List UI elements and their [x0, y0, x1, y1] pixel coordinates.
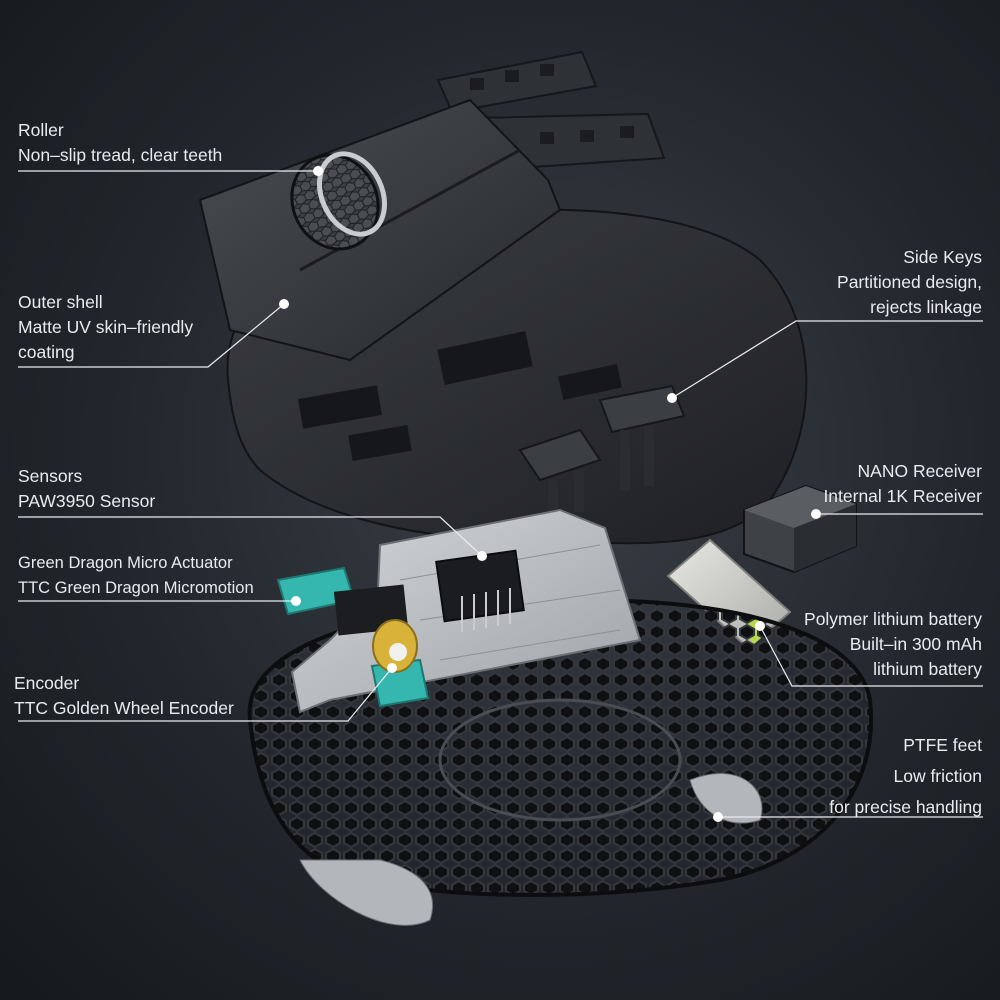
side-keys-line-1: Partitioned design,: [837, 272, 982, 292]
ptfe-feet: [299, 773, 763, 926]
upper-bracket: [436, 50, 666, 172]
sensor-chip: [435, 549, 525, 632]
encoder-title: Encoder: [14, 673, 80, 693]
side-keys-line-2: rejects linkage: [870, 297, 982, 317]
sensors-callout: Sensors PAW3950 Sensor: [18, 464, 155, 514]
micro-actuator-callout: Green Dragon Micro Actuator TTC Green Dr…: [18, 551, 254, 601]
battery-line-2: lithium battery: [873, 659, 982, 679]
sensors-leader: [18, 516, 483, 557]
encoder-wheel: [372, 619, 418, 673]
outer-shell-line-2: coating: [18, 342, 75, 362]
micro-actuator-title: Green Dragon Micro Actuator: [18, 554, 233, 572]
roller-title: Roller: [18, 120, 64, 140]
ptfe-feet-line-1: Low friction: [893, 766, 982, 786]
outer-shell-line-1: Matte UV skin–friendly: [18, 317, 194, 337]
leader-lines: [18, 170, 983, 818]
battery-title: Polymer lithium battery: [804, 609, 982, 629]
roller-callout: Roller Non–slip tread, clear teeth: [18, 118, 222, 168]
encoder-leader: [18, 667, 393, 722]
micro-actuator-description: TTC Green Dragon Micromotion: [18, 579, 254, 597]
leader-dots: [279, 166, 821, 822]
side-keys-leader: [671, 320, 983, 399]
encoder-description: TTC Golden Wheel Encoder: [14, 698, 234, 718]
battery-line-1: Built–in 300 mAh: [849, 634, 982, 654]
outer-shell-title: Outer shell: [18, 292, 103, 312]
ptfe-feet-callout: PTFE feet Low friction for precise handl…: [829, 730, 982, 823]
sensors-description: PAW3950 Sensor: [18, 491, 156, 511]
ptfe-feet-title: PTFE feet: [903, 735, 982, 755]
battery-callout: Polymer lithium battery Built–in 300 mAh…: [804, 607, 982, 682]
encoder-callout: Encoder TTC Golden Wheel Encoder: [14, 671, 234, 721]
side-keys: [518, 384, 686, 520]
nano-receiver-title: NANO Receiver: [857, 461, 982, 481]
roller-description: Non–slip tread, clear teeth: [18, 145, 223, 165]
outer-shell-callout: Outer shell Matte UV skin–friendly coati…: [18, 290, 193, 365]
side-keys-callout: Side Keys Partitioned design, rejects li…: [837, 245, 982, 320]
nano-receiver: [743, 484, 857, 574]
sensors-title: Sensors: [18, 466, 83, 486]
nano-receiver-description: Internal 1K Receiver: [823, 486, 982, 506]
scroll-roller: [290, 151, 387, 251]
outer-shell-leader: [18, 303, 285, 368]
ptfe-feet-line-2: for precise handling: [829, 797, 982, 817]
side-keys-title: Side Keys: [903, 247, 982, 267]
battery-leader: [759, 625, 983, 687]
nano-receiver-callout: NANO Receiver Internal 1K Receiver: [823, 459, 982, 509]
